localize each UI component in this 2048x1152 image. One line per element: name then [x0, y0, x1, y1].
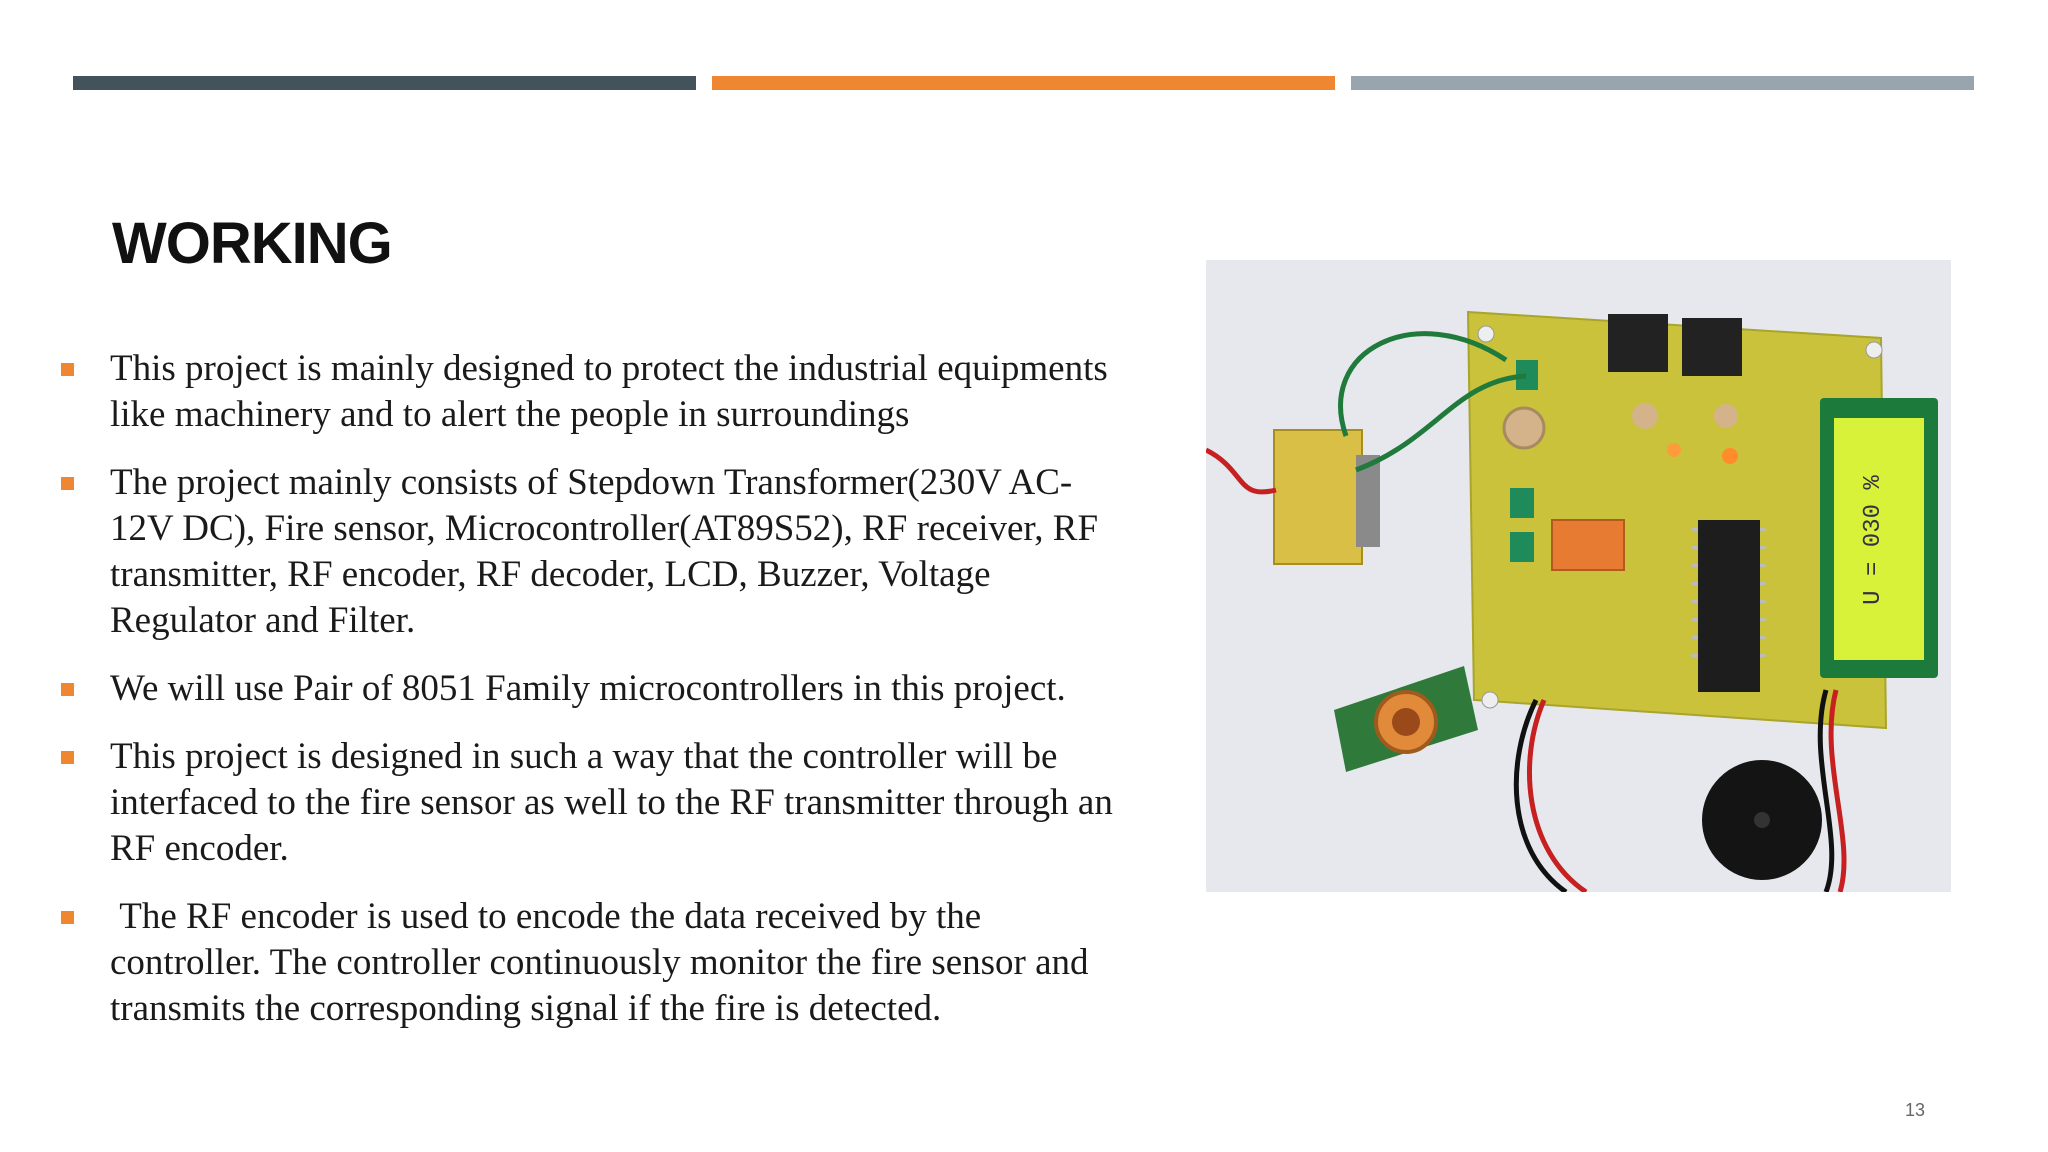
accent-bar-orange: [712, 76, 1335, 90]
transformer: [1273, 429, 1363, 565]
accent-bar-dark: [73, 76, 696, 90]
square-bullet-icon: [61, 683, 74, 696]
lcd-readout: U = 030 %: [1860, 475, 1887, 605]
bullet-list: This project is mainly designed to prote…: [58, 346, 1128, 1054]
square-bullet-icon: [61, 911, 74, 924]
square-bullet-icon: [61, 751, 74, 764]
square-bullet-icon: [61, 363, 74, 376]
bullet-item: We will use Pair of 8051 Family microcon…: [58, 666, 1128, 712]
bullet-text: This project is mainly designed to prote…: [110, 348, 1108, 435]
square-bullet-icon: [61, 477, 74, 490]
slide-title: WORKING: [112, 211, 393, 276]
bullet-item: The project mainly consists of Stepdown …: [58, 460, 1128, 644]
circuit-board-illustration: U = 030 %: [1206, 260, 1951, 892]
bullet-item: This project is mainly designed to prote…: [58, 346, 1128, 438]
bullet-item: This project is designed in such a way t…: [58, 734, 1128, 872]
page-number: 13: [1905, 1100, 1926, 1120]
bullet-text: The RF encoder is used to encode the dat…: [110, 896, 1098, 1029]
bullet-text: We will use Pair of 8051 Family microcon…: [110, 668, 1066, 709]
pcb-board: [1466, 310, 1888, 730]
bullet-item: The RF encoder is used to encode the dat…: [58, 894, 1128, 1032]
accent-bar-gray: [1351, 76, 1974, 90]
bullet-text: The project mainly consists of Stepdown …: [110, 462, 1099, 641]
circuit-board-photo: U = 030 %: [1206, 260, 1951, 892]
bullet-text: This project is designed in such a way t…: [110, 736, 1113, 869]
microcontroller-chip: [1698, 520, 1760, 692]
